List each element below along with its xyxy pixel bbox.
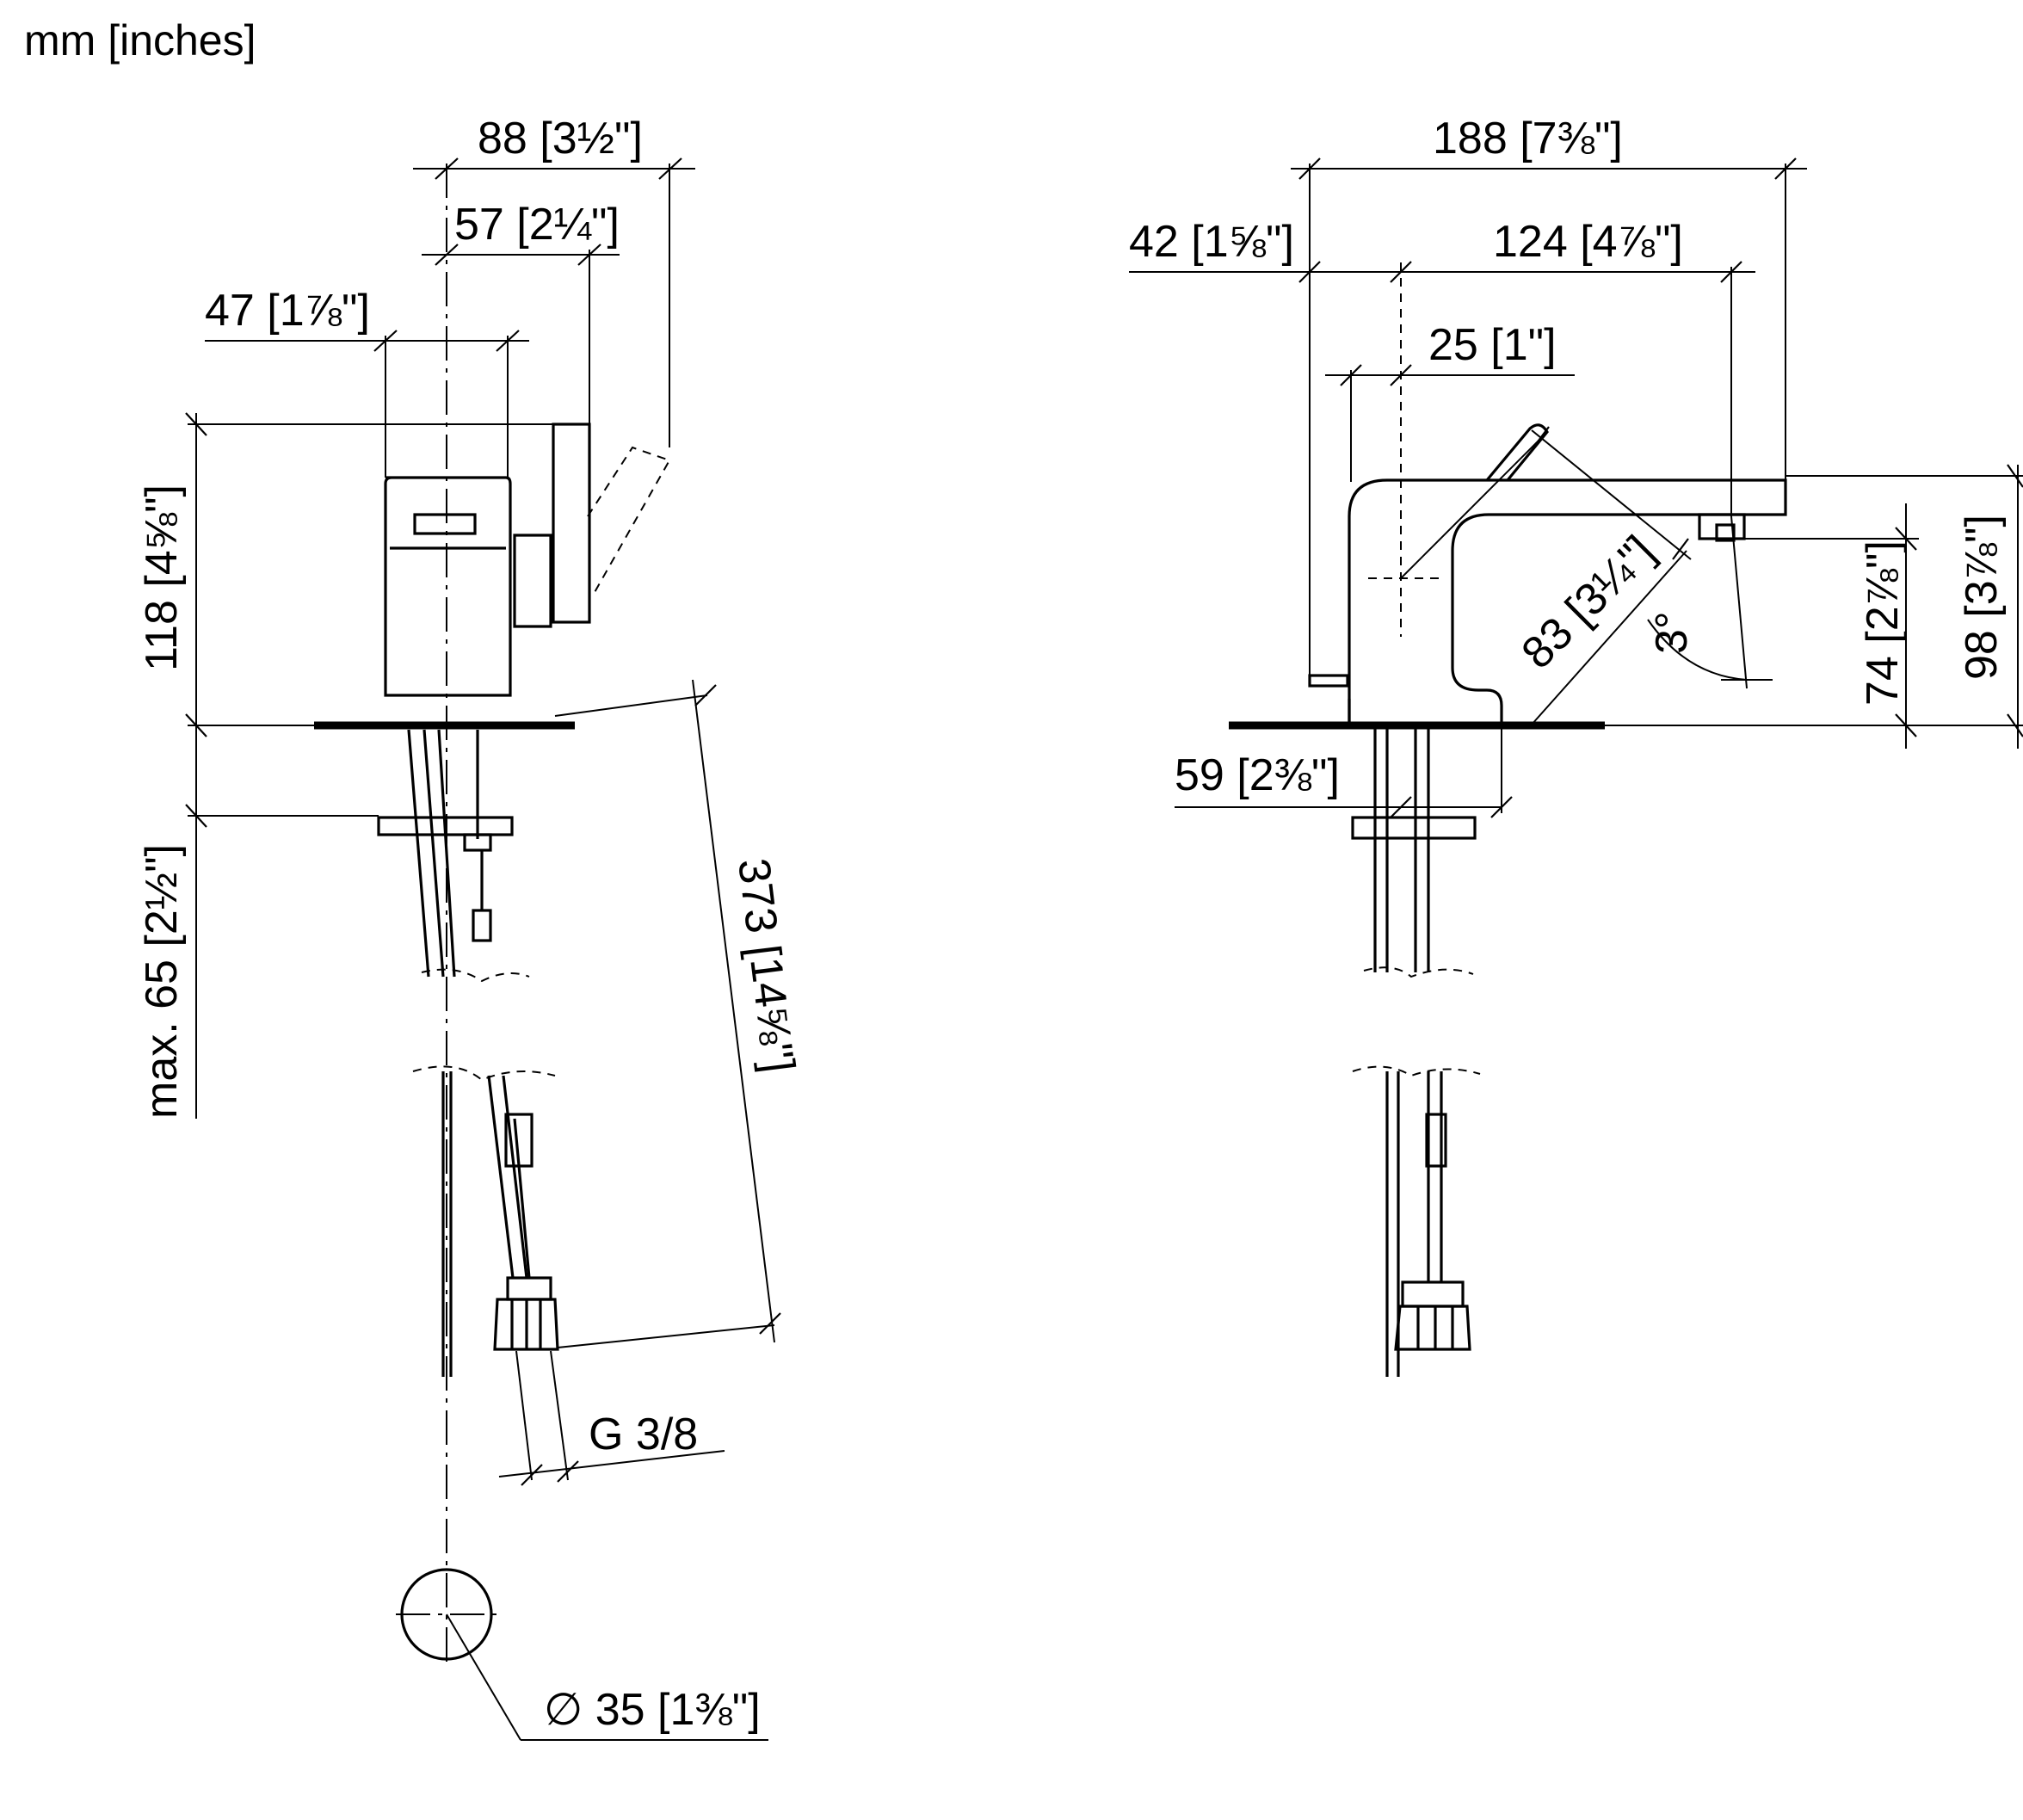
dim-tick <box>435 244 459 266</box>
fitting-neck-front <box>1401 1280 1465 1308</box>
dim-25-label: 25 [1"] <box>1428 320 1557 370</box>
dim-373-ext-top <box>554 694 708 717</box>
dim-83-ext-a <box>1400 438 1541 579</box>
rear-bar <box>1308 674 1349 688</box>
dim-tick <box>1390 364 1412 386</box>
hose-c-top <box>437 729 456 978</box>
angle-label: 3° <box>1647 611 1697 654</box>
hose-lower-a <box>487 1075 515 1279</box>
fitting-neck <box>506 1276 552 1301</box>
dim-tick <box>521 1464 543 1486</box>
dim-tick <box>1390 796 1412 818</box>
g38-label: G 3/8 <box>589 1410 698 1459</box>
hose-b-top <box>422 729 445 978</box>
dia-35-leader <box>446 1613 521 1741</box>
break-line-top-right <box>1363 966 1474 978</box>
dim-tick <box>2007 464 2023 488</box>
dim-tick <box>1720 261 1742 283</box>
dim-373-line <box>692 679 775 1343</box>
break-line-bottom-right <box>1352 1065 1481 1077</box>
lever-front <box>1485 423 1549 482</box>
dim-118-label: 118 [4⅝"] <box>137 484 187 671</box>
hose-crimp-front <box>1425 1113 1447 1168</box>
lever-swing-outline <box>587 446 671 595</box>
hose-lower-c <box>513 1118 531 1279</box>
dim-tick <box>1895 527 1917 551</box>
dim-tick <box>1672 538 1689 560</box>
dim-tick <box>658 157 682 180</box>
dim-tick <box>2007 713 2023 737</box>
front-view: 188 [7⅜"] 42 [1⅝"] 124 [4⅞"] 25 [1"] 83 … <box>1129 114 2023 1377</box>
dim-tick <box>1340 364 1362 386</box>
dim-83-line <box>1531 429 1692 560</box>
mounting-stud <box>463 833 492 852</box>
break-line-top-left <box>421 968 530 983</box>
mounting-nut <box>377 816 514 836</box>
dim-tick <box>373 330 398 352</box>
hose-crimp <box>504 1113 534 1168</box>
dim-373-label: 373 [14⅝"] <box>728 855 804 1075</box>
dim-88-label: 88 [3½"] <box>478 114 643 163</box>
dim-tick <box>435 157 459 180</box>
dim-57-label: 57 [2¼"] <box>454 200 620 250</box>
angle-ray <box>1730 515 1748 689</box>
dim-65-label: max. 65 [2½"] <box>137 844 187 1119</box>
break-line-bottom-left <box>412 1065 556 1082</box>
g38-ext-b <box>550 1350 569 1481</box>
dia-35-label: ∅ 35 [1⅜"] <box>544 1685 761 1735</box>
dim-98-label: 98 [3⅞"] <box>1957 515 2007 680</box>
dim-tick <box>557 1460 579 1483</box>
g38-ext-a <box>515 1350 533 1481</box>
dim-124-label: 124 [4⅞"] <box>1493 217 1683 267</box>
hose-a-top <box>407 729 430 978</box>
angle-arc <box>1647 619 1748 681</box>
dim-tick <box>1533 426 1550 448</box>
side-view: 88 [3½"] 57 [2¼"] 47 [1⅞"] 118 [4⅝"] max… <box>137 114 804 1741</box>
aerator-front <box>1698 513 1746 540</box>
dim-tick <box>185 804 207 828</box>
lever-handle <box>552 423 591 624</box>
stud-end <box>472 909 492 942</box>
mounting-nut-front <box>1351 816 1477 840</box>
dim-83-ext-b <box>1531 550 1687 725</box>
dim-47-label: 47 [1⅞"] <box>205 286 370 336</box>
dim-tick <box>1490 796 1513 818</box>
g38-line <box>498 1450 725 1478</box>
dim-tick <box>185 713 207 737</box>
dim-tick <box>759 1312 781 1335</box>
dim-74-label: 74 [2⅞"] <box>1858 540 1908 706</box>
dim-59-label: 59 [2⅜"] <box>1175 750 1340 800</box>
faucet-body-front <box>1348 478 1787 727</box>
dim-tick <box>694 684 717 706</box>
dim-tick <box>185 412 207 436</box>
dim-188-label: 188 [7⅜"] <box>1433 114 1623 163</box>
dim-tick <box>1298 157 1321 180</box>
dim-42-label: 42 [1⅝"] <box>1129 217 1294 267</box>
aerator-inner <box>1715 523 1736 542</box>
dim-tick <box>1774 157 1797 180</box>
hose-lower-b <box>502 1075 528 1279</box>
dim-tick <box>577 244 601 266</box>
hose-fitting-right <box>1394 1305 1471 1351</box>
dim-tick <box>1298 261 1321 283</box>
lever-hub <box>513 534 552 628</box>
aerator-top <box>413 513 477 535</box>
dim-tick <box>496 330 520 352</box>
units-label: mm [inches] <box>24 16 256 65</box>
faucet-body-side <box>384 476 512 697</box>
dim-373-ext-bottom <box>557 1324 775 1348</box>
